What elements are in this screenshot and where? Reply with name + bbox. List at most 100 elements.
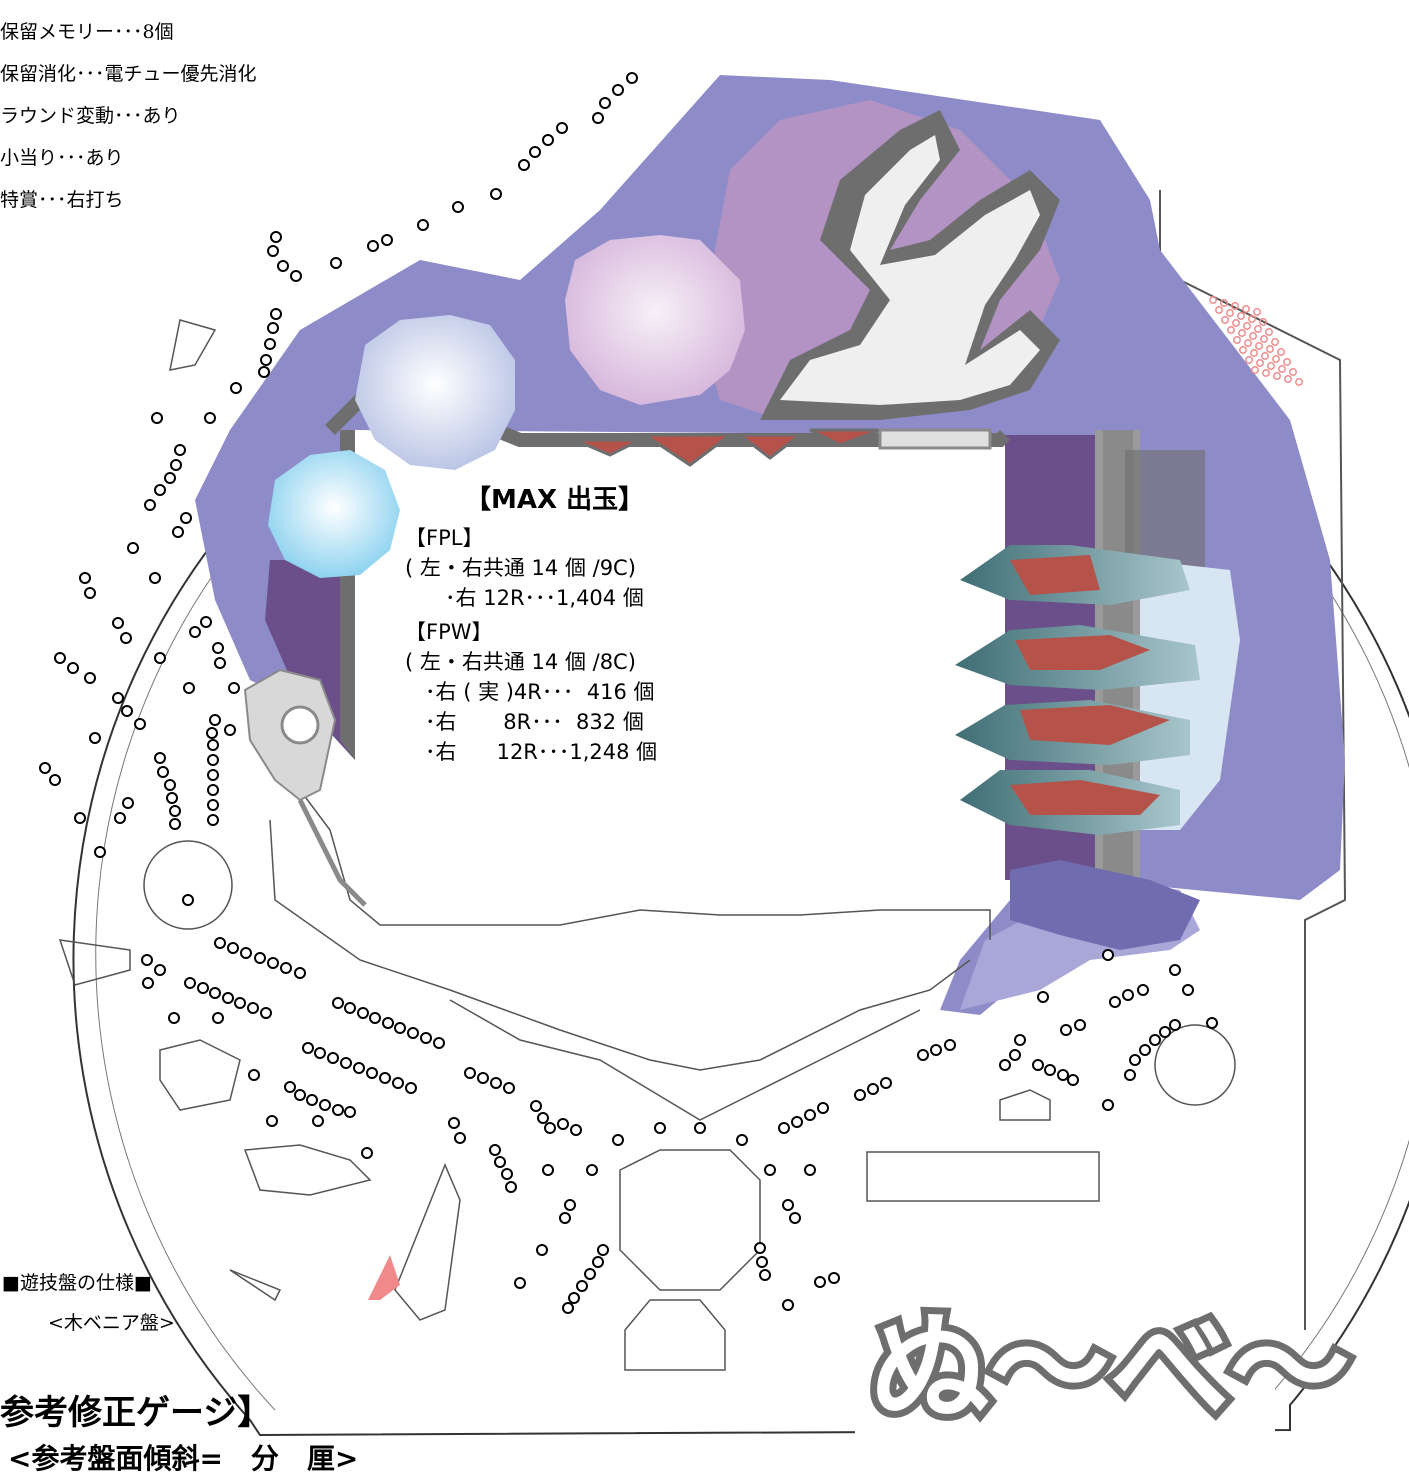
max-line-fpl-12r: ･右 12R･･･1,404 個	[405, 586, 644, 610]
nail-pin	[1032, 1059, 1044, 1071]
nail-pin	[828, 1272, 840, 1284]
nail-pin	[369, 1012, 381, 1024]
pink-nail-pin	[1265, 328, 1273, 336]
nail-pin	[394, 1022, 406, 1034]
nail-pin	[778, 1122, 790, 1134]
pink-nail-pin	[1295, 378, 1303, 386]
nail-pin	[804, 1109, 816, 1121]
nail-pin	[206, 727, 218, 739]
nail-pin	[736, 1134, 748, 1146]
nail-pin	[290, 270, 302, 282]
nail-pin	[247, 1002, 259, 1014]
nail-pin	[164, 472, 176, 484]
nail-pin	[452, 201, 464, 213]
nail-pin	[120, 632, 132, 644]
nail-pin	[756, 1256, 768, 1268]
max-line-fpw: 【FPW】	[405, 620, 493, 644]
pink-nail-pin	[1273, 372, 1281, 380]
nail-pin	[306, 1094, 318, 1106]
nail-pin	[214, 657, 226, 669]
pink-nail-pin	[1254, 325, 1262, 333]
nail-pin	[170, 459, 182, 471]
nail-pin	[327, 1052, 339, 1064]
spec-item-jackpot: 特賞･･･右打ち	[0, 189, 124, 211]
nail-pin	[880, 1077, 892, 1089]
nail-pin	[814, 1276, 826, 1288]
nail-pin	[361, 1147, 373, 1159]
pink-nail-pin	[1248, 315, 1256, 323]
nail-pin	[228, 682, 240, 694]
nail-pin	[562, 1302, 574, 1314]
nail-pin	[490, 188, 502, 200]
nail-pin	[433, 1037, 445, 1049]
nail-pin	[319, 1099, 331, 1111]
nail-pin	[248, 1069, 260, 1081]
nail-pin	[542, 134, 554, 146]
nail-pin	[260, 1007, 272, 1019]
nail-pin	[127, 542, 139, 554]
nail-pin	[514, 1277, 526, 1289]
nail-pin	[944, 1039, 956, 1051]
nail-pin	[169, 805, 181, 817]
nail-pin	[407, 1027, 419, 1039]
nail-pin	[1044, 1064, 1056, 1076]
nail-pin	[612, 1134, 624, 1146]
nail-pin	[867, 1083, 879, 1095]
nail-pin	[599, 97, 611, 109]
nail-pin	[67, 662, 79, 674]
nail-pin	[330, 257, 342, 269]
pink-nail-pin	[1243, 322, 1251, 330]
decorative-spheres	[268, 235, 745, 578]
nail-pin	[154, 484, 166, 496]
nail-pin	[204, 412, 216, 424]
nail-pin	[224, 724, 236, 736]
nail-pin	[154, 964, 166, 976]
nail-pin	[544, 1122, 556, 1134]
nail-pin	[209, 987, 221, 999]
nail-pin	[1067, 1074, 1079, 1086]
lower-frame-lines	[58, 319, 1236, 1371]
nail-pin	[284, 1081, 296, 1093]
pink-nail-pin	[1238, 329, 1246, 337]
nail-pin	[503, 1082, 515, 1094]
nail-pin	[166, 792, 178, 804]
nail-pin	[999, 1059, 1011, 1071]
nail-pin	[1014, 1034, 1026, 1046]
pink-nail-pin	[1262, 369, 1270, 377]
shell-ornament	[243, 668, 337, 802]
pink-nail-pin	[1284, 375, 1292, 383]
nail-pin	[1149, 1034, 1161, 1046]
nail-pin	[379, 1072, 391, 1084]
pink-nail-pin	[1226, 309, 1234, 317]
nail-pin	[654, 1122, 666, 1134]
nail-pin	[1159, 1026, 1171, 1038]
pink-nail-pin	[1250, 349, 1258, 357]
nail-pin	[381, 234, 393, 246]
nail-pin	[302, 1042, 314, 1054]
nail-pin	[197, 982, 209, 994]
nail-pin	[89, 732, 101, 744]
nail-pin	[592, 1256, 604, 1268]
nail-pin	[277, 260, 289, 272]
spec-item-consumption: 保留消化･･･電チュー優先消化	[0, 63, 257, 85]
nail-pin	[270, 308, 282, 320]
nail-pin	[586, 1164, 598, 1176]
nail-pin	[157, 766, 169, 778]
max-line-fpw-4r: ･右 ( 実 )4R･･･ 416 個	[405, 680, 655, 704]
pink-nail-pin	[1251, 366, 1259, 374]
max-line-fpl: 【FPL】	[405, 526, 484, 550]
nail-pin	[169, 818, 181, 830]
nail-pin	[207, 769, 219, 781]
gauge-tilt: <参考盤面傾斜= 分 厘>	[8, 1442, 359, 1475]
max-output-heading: 【MAX 出玉】	[465, 485, 645, 515]
board-spec-label: ■遊技盤の仕様■	[2, 1272, 152, 1294]
logo-graphic: ぬ～べ～	[855, 1293, 1357, 1446]
nail-pin	[791, 1116, 803, 1128]
pink-nail-pin	[1253, 308, 1261, 316]
nail-pin	[405, 1082, 417, 1094]
spec-item-memory: 保留メモリー･･･8個	[0, 21, 174, 43]
max-line-fpw-common: ( 左・右共通 14 個 /8C)	[405, 650, 636, 674]
nail-pin	[84, 672, 96, 684]
pink-nail-pin	[1278, 365, 1286, 373]
